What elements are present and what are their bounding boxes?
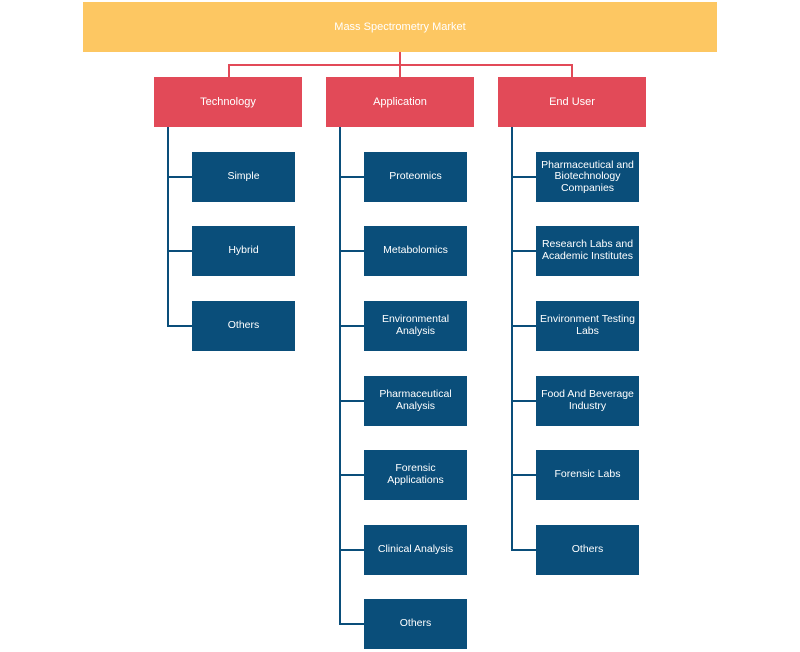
leaf-label: Research Labs and Academic Institutes: [541, 238, 634, 262]
root-node: Mass Spectrometry Market: [83, 2, 717, 52]
spine-end-user: [511, 127, 513, 551]
category-stem-application: [399, 64, 401, 77]
spine-technology: [167, 127, 169, 327]
tick-end-user: [511, 176, 536, 178]
leaf-technology-others: Others: [192, 301, 295, 351]
category-label: Application: [373, 95, 427, 108]
tick-application: [339, 474, 364, 476]
leaf-label: Hybrid: [228, 244, 259, 257]
leaf-end-user-food-beverage: Food And Beverage Industry: [536, 376, 639, 426]
leaf-end-user-environment-testing: Environment Testing Labs: [536, 301, 639, 351]
leaf-label: Clinical Analysis: [377, 543, 454, 556]
leaf-label: Food And Beverage Industry: [541, 388, 634, 412]
leaf-label: Forensic Applications: [387, 462, 444, 486]
leaf-label: Environment Testing Labs: [540, 313, 635, 337]
leaf-label: Others: [227, 319, 260, 332]
leaf-label: Proteomics: [389, 170, 442, 183]
category-label: End User: [549, 95, 595, 108]
tick-end-user: [511, 325, 536, 327]
category-stem-end-user: [571, 64, 573, 77]
tick-end-user: [511, 474, 536, 476]
tick-application: [339, 176, 364, 178]
leaf-application-forensic-applications: Forensic Applications: [364, 450, 467, 500]
leaf-label: Environmental Analysis: [381, 313, 450, 337]
tick-application: [339, 549, 364, 551]
leaf-label: Simple: [227, 170, 260, 183]
tick-technology: [167, 250, 192, 252]
leaf-end-user-pharma-biotech: Pharmaceutical and Biotechnology Compani…: [536, 152, 639, 202]
leaf-end-user-others: Others: [536, 525, 639, 575]
leaf-end-user-research-labs: Research Labs and Academic Institutes: [536, 226, 639, 276]
category-technology: Technology: [154, 77, 302, 127]
leaf-end-user-forensic-labs: Forensic Labs: [536, 450, 639, 500]
leaf-label: Others: [399, 617, 432, 630]
category-application: Application: [326, 77, 474, 127]
tick-application: [339, 250, 364, 252]
leaf-label: Forensic Labs: [554, 468, 621, 481]
tick-end-user: [511, 400, 536, 402]
category-stem-technology: [228, 64, 230, 77]
leaf-label: Pharmaceutical and Biotechnology Compani…: [541, 158, 634, 194]
leaf-application-clinical-analysis: Clinical Analysis: [364, 525, 467, 575]
leaf-label: Others: [571, 543, 604, 556]
tick-technology: [167, 325, 192, 327]
leaf-technology-simple: Simple: [192, 152, 295, 202]
root-label: Mass Spectrometry Market: [334, 20, 466, 33]
category-label: Technology: [200, 95, 256, 108]
leaf-application-pharmaceutical-analysis: Pharmaceutical Analysis: [364, 376, 467, 426]
tick-technology: [167, 176, 192, 178]
spine-application: [339, 127, 341, 625]
root-stem: [399, 52, 401, 66]
tick-application: [339, 623, 364, 625]
leaf-label: Metabolomics: [383, 244, 448, 257]
leaf-application-metabolomics: Metabolomics: [364, 226, 467, 276]
leaf-technology-hybrid: Hybrid: [192, 226, 295, 276]
leaf-application-environmental-analysis: Environmental Analysis: [364, 301, 467, 351]
category-end-user: End User: [498, 77, 646, 127]
tick-application: [339, 400, 364, 402]
tick-end-user: [511, 549, 536, 551]
leaf-application-proteomics: Proteomics: [364, 152, 467, 202]
leaf-label: Pharmaceutical Analysis: [379, 388, 452, 412]
tick-end-user: [511, 250, 536, 252]
leaf-application-others: Others: [364, 599, 467, 649]
tick-application: [339, 325, 364, 327]
